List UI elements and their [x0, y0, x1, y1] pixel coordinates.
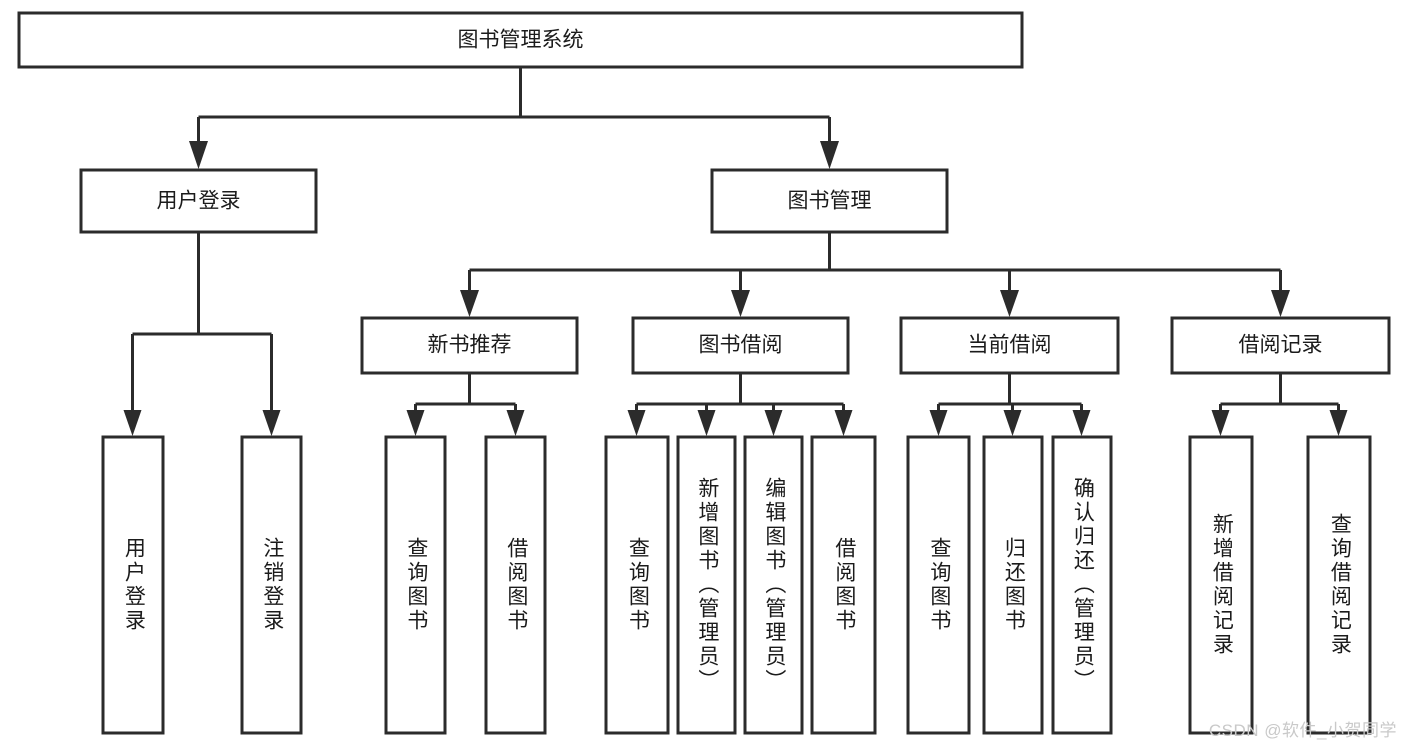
leaf-box-return-book[interactable]: [982, 435, 1044, 735]
node-book-borrow[interactable]: 图书借阅: [631, 316, 850, 375]
leaf-label-logout: 注销登录: [260, 537, 284, 633]
node-root-box[interactable]: [17, 11, 1024, 69]
node-borrow-record[interactable]: 借阅记录: [1170, 316, 1391, 375]
leaf-label-user-login: 用户登录: [122, 537, 146, 633]
leaf-box-borrow-book-1[interactable]: [484, 435, 547, 735]
arrow-head-leaf-logout: [262, 410, 281, 436]
leaf-box-add-book[interactable]: [676, 435, 737, 735]
arrow-head-current-borrow: [1000, 290, 1019, 317]
node-borrow-record-label: 借阅记录: [1239, 334, 1323, 357]
arrow-head-leaf-return-book: [1003, 410, 1022, 436]
leaf-node-layer: [101, 435, 1372, 735]
leaf-box-logout[interactable]: [240, 435, 303, 735]
leaf-label-query-book-3: 查询图书: [927, 537, 951, 633]
node-book-management-label: 图书管理: [788, 190, 872, 213]
arrow-head-leaf-query-book-3: [929, 410, 948, 436]
leaf-box-confirm-return[interactable]: [1051, 435, 1113, 735]
node-book-borrow-box[interactable]: [631, 316, 850, 375]
node-current-borrow[interactable]: 当前借阅: [899, 316, 1120, 375]
arrow-head-new-book: [460, 290, 479, 317]
node-root-label: 图书管理系统: [458, 29, 584, 52]
leaf-box-query-book-3[interactable]: [906, 435, 971, 735]
leaf-box-edit-book[interactable]: [743, 435, 804, 735]
node-root[interactable]: 图书管理系统: [17, 11, 1024, 69]
arrow-head-leaf-borrow-book-2: [834, 410, 853, 436]
leaf-box-user-login[interactable]: [101, 435, 165, 735]
leaf-label-confirm-return: 确认归还（管理员）: [1071, 477, 1095, 693]
leaf-label-add-record: 新增借阅记录: [1210, 513, 1234, 657]
arrow-head-leaf-add-record: [1211, 410, 1230, 436]
leaf-box-query-record[interactable]: [1306, 435, 1372, 735]
leaf-box-borrow-book-2[interactable]: [810, 435, 877, 735]
leaf-box-add-record[interactable]: [1188, 435, 1254, 735]
node-book-borrow-label: 图书借阅: [699, 334, 783, 357]
node-book-management-box[interactable]: [710, 168, 949, 234]
arrow-head-leaf-edit-book: [764, 410, 783, 436]
leaf-label-return-book: 归还图书: [1002, 537, 1026, 633]
node-user-login[interactable]: 用户登录: [79, 168, 318, 234]
arrow-head-leaf-confirm-return: [1072, 410, 1091, 436]
node-borrow-record-box[interactable]: [1170, 316, 1391, 375]
node-new-book-recommend[interactable]: 新书推荐: [360, 316, 579, 375]
leaf-label-borrow-book-1: 借阅图书: [504, 537, 528, 633]
node-user-login-box[interactable]: [79, 168, 318, 234]
leaf-label-query-record: 查询借阅记录: [1328, 513, 1352, 657]
leaf-label-borrow-book-2: 借阅图书: [832, 537, 856, 633]
node-current-borrow-label: 当前借阅: [968, 334, 1052, 357]
arrow-head-leaf-query-record: [1329, 410, 1348, 436]
node-book-management[interactable]: 图书管理: [710, 168, 949, 234]
leaf-box-query-book-2[interactable]: [604, 435, 670, 735]
arrow-head-borrow: [731, 290, 750, 317]
arrow-head-borrow-record: [1271, 290, 1290, 317]
node-new-book-recommend-label: 新书推荐: [428, 334, 512, 357]
leaf-label-query-book-1: 查询图书: [404, 537, 428, 633]
leaf-label-query-book-2: 查询图书: [626, 537, 650, 633]
arrow-head-leaf-query-book-1: [406, 410, 425, 436]
arrow-head-book-manage: [820, 141, 839, 169]
leaf-label-edit-book: 编辑图书（管理员）: [762, 477, 786, 693]
arrow-head-user-login: [189, 141, 208, 169]
arrow-head-leaf-user-login: [123, 410, 142, 436]
arrow-head-leaf-borrow-book-1: [506, 410, 525, 436]
node-user-login-label: 用户登录: [157, 190, 241, 213]
arrow-head-leaf-query-book-2: [627, 410, 646, 436]
leaf-box-query-book-1[interactable]: [384, 435, 447, 735]
node-current-borrow-box[interactable]: [899, 316, 1120, 375]
node-new-book-recommend-box[interactable]: [360, 316, 579, 375]
leaf-label-add-book: 新增图书（管理员）: [695, 477, 719, 693]
connector-layer: [123, 67, 1348, 436]
arrow-head-leaf-add-book: [697, 410, 716, 436]
